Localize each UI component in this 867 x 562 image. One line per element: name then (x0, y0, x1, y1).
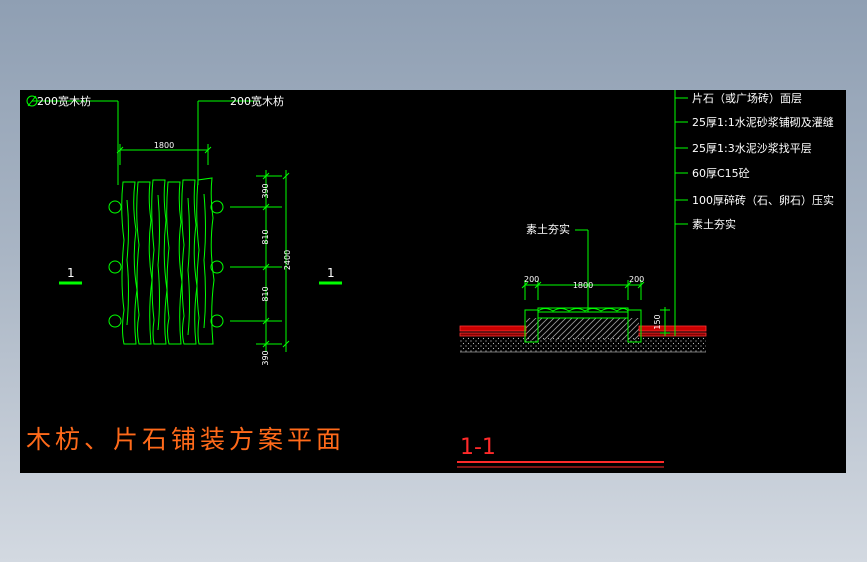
curb-right (627, 309, 642, 343)
cad-drawing: 200宽木枋 200宽木枋 1800 390 810 810 390 2400 … (26, 90, 834, 468)
dim-segment-3: 810 (261, 286, 270, 301)
cad-drawing-canvas: 200宽木枋 200宽木枋 1800 390 810 810 390 2400 … (20, 90, 846, 473)
stone-circles (108, 200, 224, 328)
dim-segment-2: 810 (261, 229, 270, 244)
timber-planks (121, 177, 215, 345)
layer-4: 60厚C15砼 (692, 167, 750, 180)
stone-layer (537, 308, 629, 312)
dim-segment-1: 390 (261, 183, 270, 198)
plan-texts: 200宽木枋 200宽木枋 1800 390 810 810 390 2400 … (26, 94, 345, 454)
layer-3: 25厚1:3水泥沙浆找平层 (692, 141, 812, 155)
section-dim-right: 200 (629, 275, 644, 284)
section-dim-mid: 1800 (573, 281, 593, 290)
label-left: 200宽木枋 (37, 94, 91, 108)
curb-left (524, 309, 539, 343)
dim-total-text: 2400 (283, 250, 292, 270)
dim-width-line (116, 144, 212, 165)
dim-width-text: 1800 (154, 141, 174, 150)
leader-right (197, 100, 260, 185)
section-dim-vertical: 150 (653, 314, 662, 329)
layer-2: 25厚1:1水泥砂浆铺砌及灌缝 (692, 115, 834, 129)
layer-1: 片石（或广场砖）面层 (692, 91, 802, 105)
layer-6: 素土夯实 (692, 217, 736, 231)
section-texts: 片石（或广场砖）面层 25厚1:1水泥砂浆铺砌及灌缝 25厚1:3水泥沙浆找平层… (460, 91, 834, 460)
section-title-underline (457, 461, 664, 468)
section-view: 片石（或广场砖）面层 25厚1:1水泥砂浆铺砌及灌缝 25厚1:3水泥沙浆找平层… (457, 90, 834, 468)
label-fill: 素土夯实 (526, 222, 570, 236)
section-mark-left: 1 (67, 266, 75, 280)
compacted-soil-hatch (460, 337, 706, 352)
section-dim-left: 200 (524, 275, 539, 284)
section-title: 1-1 (460, 435, 496, 460)
layer-5: 100厚碎砖（石、卵石）压实 (692, 193, 834, 207)
leader-left (26, 95, 119, 185)
dim-vertical-chain (230, 170, 290, 352)
section-mark-right: 1 (327, 266, 335, 280)
plan-view (26, 95, 342, 352)
label-right: 200宽木枋 (230, 94, 284, 108)
dim-segment-4: 390 (261, 350, 270, 365)
gravel-hatch (526, 318, 639, 340)
plan-title: 木枋、片石铺装方案平面 (26, 425, 345, 454)
paving-surface (459, 325, 707, 337)
